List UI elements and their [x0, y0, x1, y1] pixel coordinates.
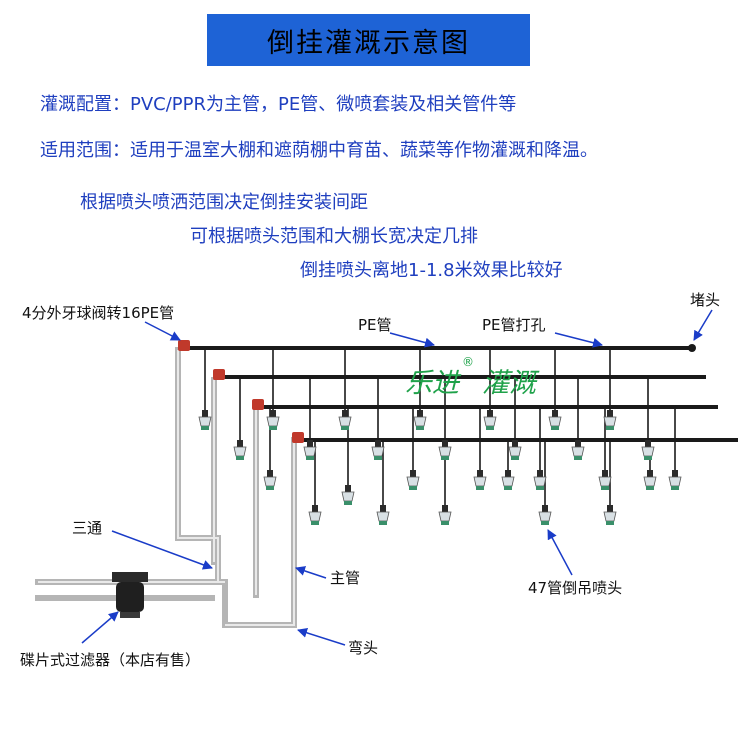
arrow-valve	[144, 321, 181, 341]
end-plug-cap	[688, 344, 696, 352]
note-height: 倒挂喷头离地1-1.8米效果比较好	[300, 260, 563, 281]
pe-lateral-pipes	[182, 346, 738, 442]
label-main-pipe: 主管	[330, 569, 360, 587]
config-line: 灌溉配置：PVC/PPR为主管，PE管、微喷套装及相关管件等	[40, 94, 517, 115]
sprinkler-nozzles	[198, 409, 682, 526]
label-tee: 三通	[72, 519, 102, 537]
arrow-elbow	[297, 627, 346, 646]
disc-filter	[112, 572, 148, 618]
brand-registered-mark: ®	[462, 355, 474, 369]
arrow-main-pipe	[295, 566, 327, 579]
arrow-end-plug	[693, 309, 713, 341]
scope-line: 适用范围：适用于温室大棚和遮荫棚中育苗、蔬菜等作物灌溉和降温。	[40, 140, 598, 161]
label-valve: 4分外牙球阀转16PE管	[22, 304, 174, 322]
label-filter: 碟片式过滤器（本店有售）	[20, 651, 200, 669]
valve-1	[178, 340, 190, 351]
valve-4	[292, 432, 304, 443]
arrow-filter	[81, 611, 119, 644]
label-end-plug: 堵头	[690, 291, 720, 309]
label-elbow: 弯头	[348, 639, 378, 657]
diagram-title: 倒挂灌溉示意图	[207, 14, 530, 66]
brand-watermark: 乐进 ® 灌溉	[405, 355, 540, 399]
valve-3	[252, 399, 264, 410]
hanging-sprinklers	[204, 348, 676, 505]
label-sprinkler: 47管倒吊喷头	[528, 579, 622, 597]
arrow-sprinkler	[547, 529, 573, 576]
label-pe-hole: PE管打孔	[482, 316, 546, 334]
callout-arrows	[81, 309, 713, 646]
arrow-pe-pipe	[389, 332, 435, 348]
note-rows: 可根据喷头范围和大棚长宽决定几排	[190, 226, 478, 247]
arrow-pe-hole	[554, 332, 603, 348]
brand-suffix: 灌溉	[482, 368, 540, 399]
arrow-tee	[111, 530, 213, 570]
ball-valves	[178, 340, 304, 443]
note-spacing: 根据喷头喷洒范围决定倒挂安装间距	[80, 192, 368, 213]
pvc-branch-4	[222, 437, 297, 628]
valve-2	[213, 369, 225, 380]
brand-name: 乐进	[405, 368, 462, 399]
label-pe-pipe: PE管	[358, 316, 392, 334]
